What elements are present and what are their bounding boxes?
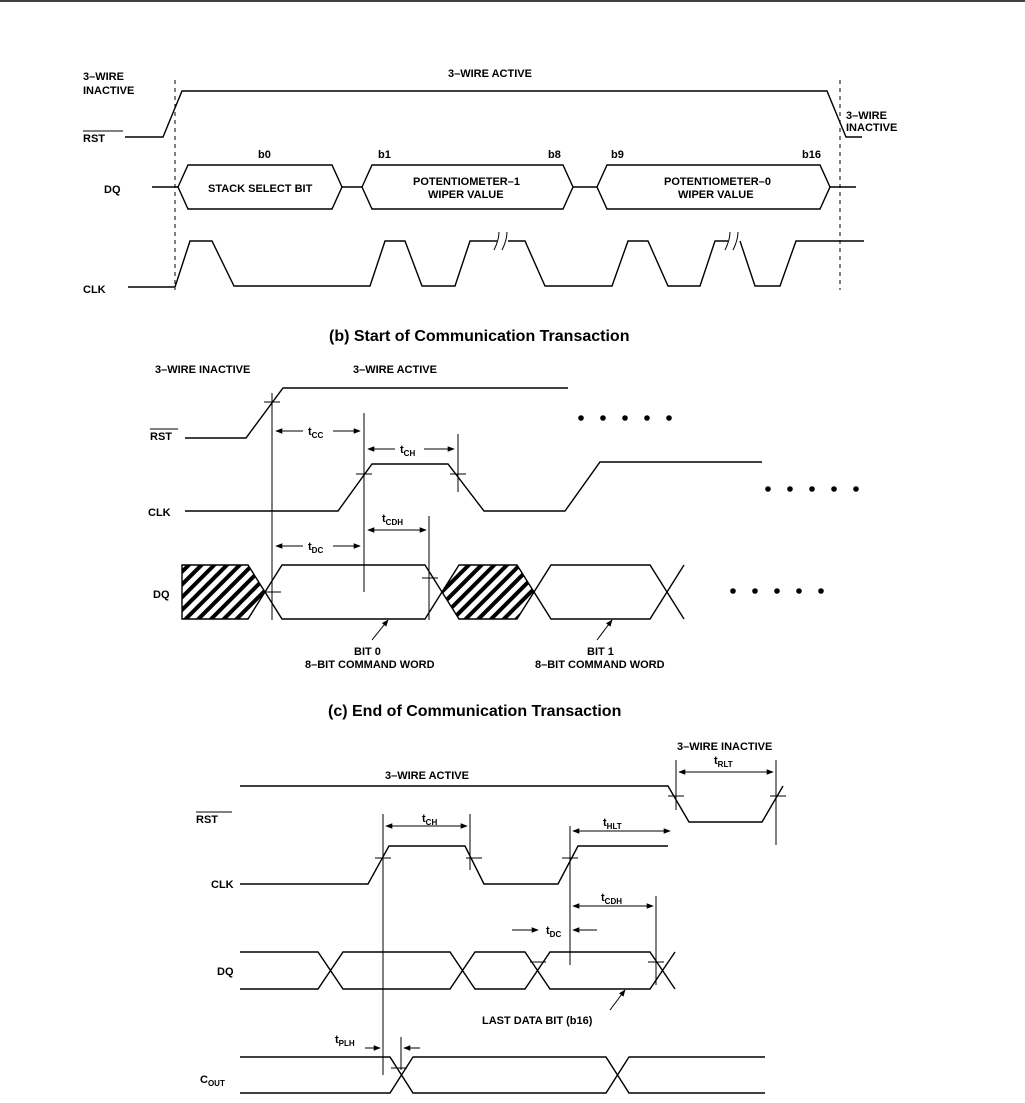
a-field-pot0-1: POTENTIOMETER–0 [664,176,771,188]
c-tplh-label: tPLH [335,1034,355,1048]
a-bit-b0: b0 [258,149,271,161]
diagram-b: (b) Start of Communication Transaction 3… [148,328,859,671]
b-caption: (b) Start of Communication Transaction [329,328,629,345]
a-rst-waveform [125,90,862,138]
a-wire-inactive-left-1: 3–WIRE [83,71,124,83]
b-bit1-label-2: 8–BIT COMMAND WORD [535,659,665,671]
a-label-clk: CLK [83,284,106,296]
b-wire-active: 3–WIRE ACTIVE [353,364,437,376]
b-ellipsis-rst-5 [666,415,672,421]
c-lastbit-pointer [609,989,626,1011]
a-bit-b9: b9 [611,149,624,161]
a-clk-break-2 [724,231,739,251]
c-label-dq: DQ [217,966,234,978]
a-wire-inactive-left-2: INACTIVE [83,85,134,97]
a-clk-break-1 [493,231,508,251]
b-label-rst: RST [150,431,172,443]
b-bit0-pointer [371,619,389,641]
c-lastbit-label: LAST DATA BIT (b16) [482,1015,593,1027]
a-field-pot1-1: POTENTIOMETER–1 [413,176,520,188]
b-ellipsis-rst-3 [622,415,628,421]
c-wire-active: 3–WIRE ACTIVE [385,770,469,782]
a-label-rst: RST [83,133,105,145]
b-ellipsis-dq-2 [752,588,758,594]
a-bit-b1: b1 [378,149,391,161]
c-thlt-label: tHLT [603,817,622,831]
b-wire-inactive: 3–WIRE INACTIVE [155,364,250,376]
b-dq-next-up [666,564,685,593]
a-bit-b8: b8 [548,149,561,161]
b-dq-cell-bit1 [533,564,668,620]
c-cout-lower [240,1056,765,1094]
a-field-pot1-2: WIPER VALUE [428,189,504,201]
b-bit0-label-1: BIT 0 [354,646,381,658]
b-ellipsis-rst-4 [644,415,650,421]
b-ellipsis-dq-3 [774,588,780,594]
diagram-c: (c) End of Communication Transaction 3–W… [196,703,786,1094]
a-field-pot0-2: WIPER VALUE [678,189,754,201]
a-bit-b16: b16 [802,149,821,161]
b-bit0-label-2: 8–BIT COMMAND WORD [305,659,435,671]
a-wire-inactive-right-1: 3–WIRE [846,110,887,122]
b-ellipsis-clk-5 [853,486,859,492]
a-wire-active: 3–WIRE ACTIVE [448,68,532,80]
b-ellipsis-clk-4 [831,486,837,492]
c-tdc-label: tDC [546,925,561,939]
b-dq-hatch-1 [181,564,266,620]
b-dq-next-down [666,591,685,620]
b-bit1-label-1: BIT 1 [587,646,614,658]
a-clk-waveform-1 [128,240,497,288]
b-ellipsis-rst-2 [600,415,606,421]
a-clk-waveform-2 [508,240,728,287]
b-ellipsis-dq-4 [796,588,802,594]
a-label-dq: DQ [104,184,121,196]
c-dq-upper [240,951,676,990]
c-tcdh-label: tCDH [601,892,622,906]
b-ellipsis-clk-2 [787,486,793,492]
b-ellipsis-clk-3 [809,486,815,492]
c-caption: (c) End of Communication Transaction [328,703,621,720]
a-wire-inactive-right-2: INACTIVE [846,122,897,134]
c-label-cout: COUT [200,1074,225,1088]
b-dq-hatch-2 [441,564,535,620]
c-rst-waveform [240,785,784,823]
a-field-stack: STACK SELECT BIT [208,183,313,195]
b-ellipsis-rst-1 [578,415,584,421]
c-label-rst: RST [196,814,218,826]
c-trlt-label: tRLT [714,755,733,769]
c-dq-lower [240,951,676,990]
b-label-clk: CLK [148,507,171,519]
b-rst-waveform [185,387,568,439]
c-tch-label: tCH [422,813,437,827]
c-wire-inactive: 3–WIRE INACTIVE [677,741,772,753]
c-cout-upper [240,1056,765,1094]
b-tcc-label: tCC [308,426,323,440]
c-clk-waveform [240,845,668,885]
b-ellipsis-clk-1 [765,486,771,492]
b-clk-waveform [185,461,762,512]
b-bit1-pointer [596,619,613,641]
b-dq-cell-bit0 [264,564,443,620]
c-label-clk: CLK [211,879,234,891]
b-tdc-label: tDC [308,541,323,555]
a-clk-waveform-3 [739,240,864,287]
diagram-a: 3–WIRE INACTIVE 3–WIRE ACTIVE 3–WIRE INA… [83,68,897,296]
b-ellipsis-dq-5 [818,588,824,594]
b-ellipsis-dq-1 [730,588,736,594]
b-label-dq: DQ [153,589,170,601]
b-tch-label: tCH [400,444,415,458]
b-tcdh-label: tCDH [382,513,403,527]
